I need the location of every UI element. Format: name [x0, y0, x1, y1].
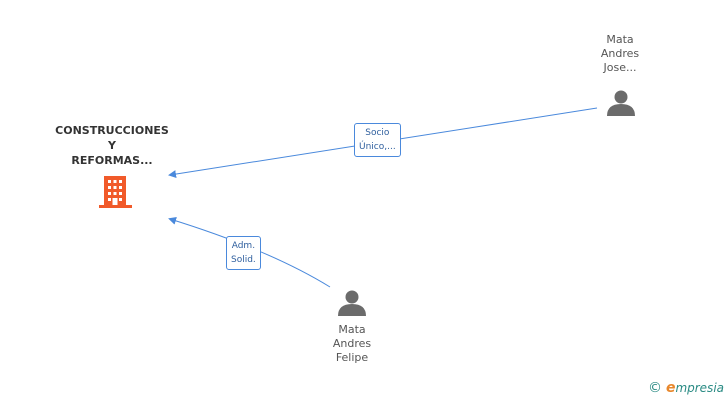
empresia-watermark: © e mpresia — [648, 380, 724, 396]
company-name-label[interactable]: CONSTRUCCIONES Y REFORMAS... — [55, 124, 169, 167]
brand-name: mpresia — [675, 381, 724, 395]
person-icon[interactable] — [607, 90, 635, 117]
edge-label-socio-unico[interactable]: Socio Único,... — [354, 123, 401, 157]
person-icon[interactable] — [338, 290, 366, 317]
person-name-label-felipe[interactable]: Mata Andres Felipe — [332, 323, 372, 364]
person-name-label-jose[interactable]: Mata Andres Jose... — [600, 33, 640, 74]
brand-letter: e — [665, 380, 676, 396]
edge-label-adm-solid[interactable]: Adm. Solid. — [226, 236, 261, 270]
building-icon[interactable] — [99, 176, 132, 208]
copyright-symbol: © — [647, 380, 662, 396]
